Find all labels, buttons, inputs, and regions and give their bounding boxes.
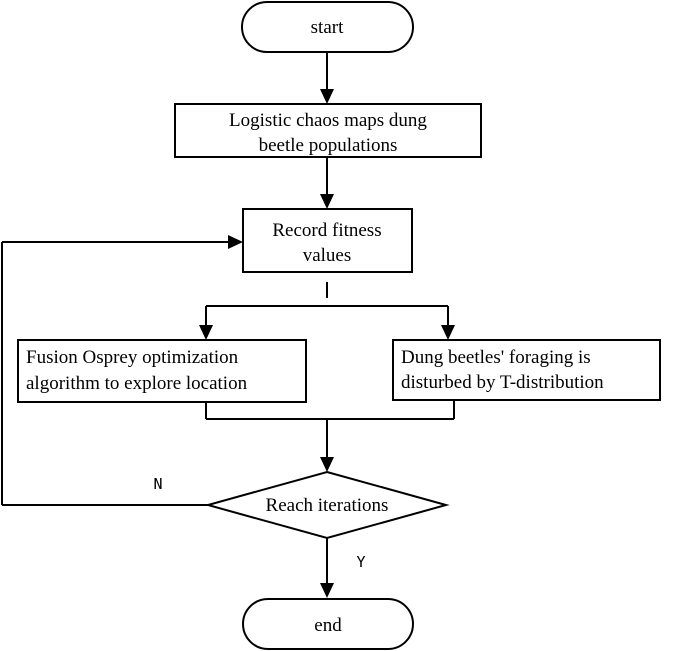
record-fitness-box: Record fitness values (242, 208, 413, 273)
t-distribution-box: Dung beetles' foraging is disturbed by T… (392, 339, 661, 401)
t-distribution-line-1: Dung beetles' foraging is (401, 347, 591, 368)
decision-diamond: Reach iterations (204, 470, 450, 540)
t-distribution-line-2: disturbed by T-distribution (401, 372, 604, 393)
record-fitness-line-1: Record fitness (272, 220, 381, 241)
loop-back-connector (1, 235, 243, 506)
start-terminal: start (241, 1, 414, 53)
split-connector (199, 282, 455, 340)
arrow-decision-to-end (320, 538, 334, 598)
label-yes: Y (356, 553, 365, 571)
chaos-map-line-2: beetle populations (259, 135, 398, 156)
end-terminal: end (242, 598, 414, 650)
chaos-map-box: Logistic chaos maps dung beetle populati… (174, 103, 482, 158)
label-no: N (153, 475, 162, 493)
osprey-line-1: Fusion Osprey optimization (26, 347, 239, 368)
arrow-chaos-to-record (320, 157, 334, 209)
end-label: end (314, 615, 342, 636)
arrow-start-to-chaos (320, 52, 334, 104)
merge-connector (205, 400, 455, 472)
osprey-line-2: algorithm to explore location (26, 373, 248, 394)
decision-label: Reach iterations (266, 495, 389, 516)
chaos-map-line-1: Logistic chaos maps dung (229, 110, 427, 131)
osprey-box: Fusion Osprey optimization algorithm to … (17, 339, 307, 403)
start-label: start (311, 17, 344, 38)
record-fitness-line-2: values (303, 245, 352, 266)
